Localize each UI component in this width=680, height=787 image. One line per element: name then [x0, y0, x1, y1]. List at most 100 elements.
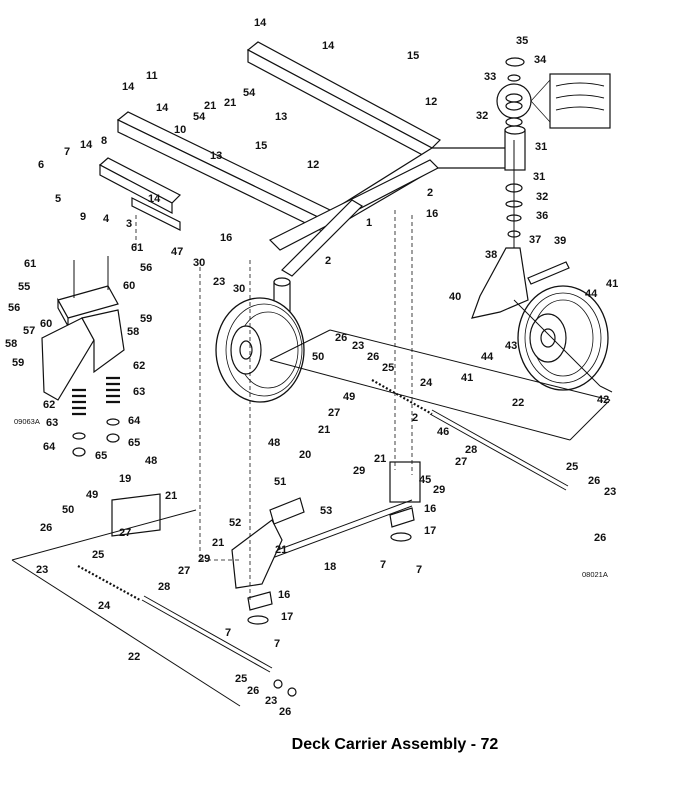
- callout-label-31: 31: [533, 171, 545, 183]
- callout-label-26: 26: [594, 532, 606, 544]
- callout-label-58: 58: [5, 338, 17, 350]
- carrier-frame: [98, 41, 521, 277]
- callout-label-9: 9: [80, 211, 86, 223]
- callout-label-49: 49: [86, 489, 98, 501]
- callout-label-60: 60: [123, 280, 135, 292]
- diagram-caption: Deck Carrier Assembly - 72: [291, 736, 499, 753]
- callout-label-53: 53: [320, 505, 332, 517]
- callout-label-62: 62: [43, 399, 55, 411]
- callout-label-14: 14: [122, 81, 135, 93]
- callout-label-32: 32: [536, 191, 548, 203]
- callout-label-63: 63: [46, 417, 58, 429]
- callout-label-18: 18: [324, 561, 336, 573]
- callout-label-14: 14: [254, 17, 267, 29]
- callout-label-30: 30: [193, 257, 205, 269]
- callout-label-14: 14: [156, 102, 169, 114]
- callout-label-22: 22: [128, 651, 140, 663]
- callout-label-16: 16: [426, 208, 438, 220]
- callout-label-46: 46: [437, 426, 449, 438]
- callout-label-33: 33: [484, 71, 496, 83]
- callout-label-25: 25: [235, 673, 247, 685]
- callout-label-1: 1: [366, 217, 372, 229]
- callout-label-7: 7: [274, 638, 280, 650]
- right-caster-assembly: [471, 57, 613, 393]
- callout-label-12: 12: [425, 96, 437, 108]
- callout-label-54: 54: [193, 111, 206, 123]
- callout-label-16: 16: [220, 232, 232, 244]
- callout-label-32: 32: [476, 110, 488, 122]
- callout-label-27: 27: [178, 565, 190, 577]
- callout-label-21: 21: [224, 97, 236, 109]
- callout-label-12: 12: [307, 159, 319, 171]
- callout-label-21: 21: [165, 490, 177, 502]
- callout-label-19: 19: [119, 473, 131, 485]
- callout-label-21: 21: [204, 100, 216, 112]
- callout-label-23: 23: [36, 564, 48, 576]
- callout-label-7: 7: [64, 146, 70, 158]
- callout-label-61: 61: [131, 242, 143, 254]
- callout-label-21: 21: [318, 424, 330, 436]
- callout-label-63: 63: [133, 386, 145, 398]
- callout-label-41: 41: [606, 278, 618, 290]
- callout-label-11: 11: [146, 70, 158, 82]
- callout-label-7: 7: [380, 559, 386, 571]
- callout-label-2: 2: [412, 412, 418, 424]
- callout-label-24: 24: [420, 377, 433, 389]
- callout-label-2: 2: [325, 255, 331, 267]
- callout-label-65: 65: [128, 437, 140, 449]
- left-mount-assembly: [41, 256, 125, 457]
- callout-label-56: 56: [8, 302, 20, 314]
- callout-label-50: 50: [62, 504, 74, 516]
- callout-label-39: 39: [554, 235, 566, 247]
- callout-label-27: 27: [119, 527, 131, 539]
- callout-label-51: 51: [274, 476, 286, 488]
- callout-label-26: 26: [40, 522, 52, 534]
- callout-label-52: 52: [229, 517, 241, 529]
- callout-label-16: 16: [424, 503, 436, 515]
- callout-label-45: 45: [419, 474, 431, 486]
- callout-label-59: 59: [12, 357, 24, 369]
- callout-label-26: 26: [367, 351, 379, 363]
- callout-label-59: 59: [140, 313, 152, 325]
- callout-label-36: 36: [536, 210, 548, 222]
- callout-label-43: 43: [505, 340, 517, 352]
- callout-label-15: 15: [407, 50, 419, 62]
- callout-label-48: 48: [268, 437, 280, 449]
- callout-label-54: 54: [243, 87, 256, 99]
- callout-label-2: 2: [427, 187, 433, 199]
- callout-label-25: 25: [92, 549, 104, 561]
- callout-label-48: 48: [145, 455, 157, 467]
- callout-label-62: 62: [133, 360, 145, 372]
- callout-label-21: 21: [275, 544, 287, 556]
- callout-label-4: 4: [103, 213, 110, 225]
- callout-label-26: 26: [335, 332, 347, 344]
- callout-label-49: 49: [343, 391, 355, 403]
- callout-label-27: 27: [455, 456, 467, 468]
- left-linkage-assembly: [11, 509, 297, 707]
- callout-label-16: 16: [278, 589, 290, 601]
- callout-label-7: 7: [416, 564, 422, 576]
- callout-label-34: 34: [534, 54, 547, 66]
- callout-label-27: 27: [328, 407, 340, 419]
- callout-label-14: 14: [148, 193, 161, 205]
- callout-label-26: 26: [279, 706, 291, 718]
- callout-label-13: 13: [210, 150, 222, 162]
- callout-label-65: 65: [95, 450, 107, 462]
- callout-label-8: 8: [101, 135, 107, 147]
- callout-label-26: 26: [247, 685, 259, 697]
- callout-label-3: 3: [126, 218, 132, 230]
- callout-label-47: 47: [171, 246, 183, 258]
- right-linkage-assembly: [269, 329, 611, 542]
- callout-label-64: 64: [128, 415, 141, 427]
- callout-label-23: 23: [604, 486, 616, 498]
- callout-label-28: 28: [158, 581, 170, 593]
- center-caster-assembly: [215, 277, 305, 403]
- callout-label-64: 64: [43, 441, 56, 453]
- ref-code-left: 09063A: [14, 417, 40, 426]
- callout-label-57: 57: [23, 325, 35, 337]
- callout-label-44: 44: [481, 351, 494, 363]
- callout-label-20: 20: [299, 449, 311, 461]
- callout-label-7: 7: [225, 627, 231, 639]
